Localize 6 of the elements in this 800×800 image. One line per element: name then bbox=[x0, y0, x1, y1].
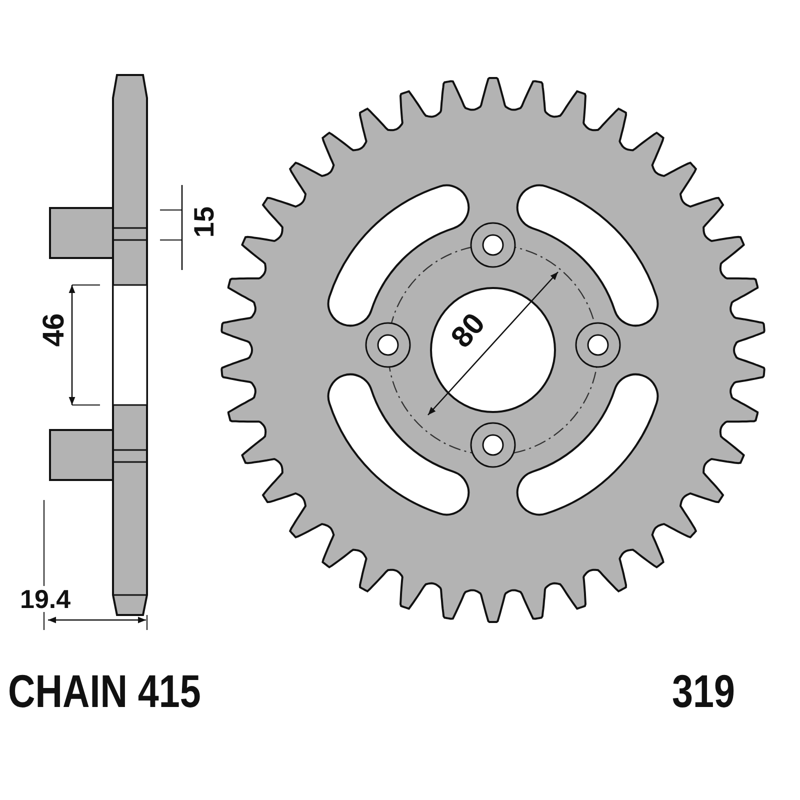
dimension-label: 80 bbox=[446, 308, 491, 354]
dimension-label: 15 bbox=[190, 206, 219, 238]
dimension-label: 19.4 bbox=[20, 586, 71, 612]
part-number-label: 319 bbox=[672, 668, 735, 714]
chain-size-label: CHAIN 415 bbox=[8, 668, 201, 714]
dimension-label: 46 bbox=[40, 313, 70, 347]
